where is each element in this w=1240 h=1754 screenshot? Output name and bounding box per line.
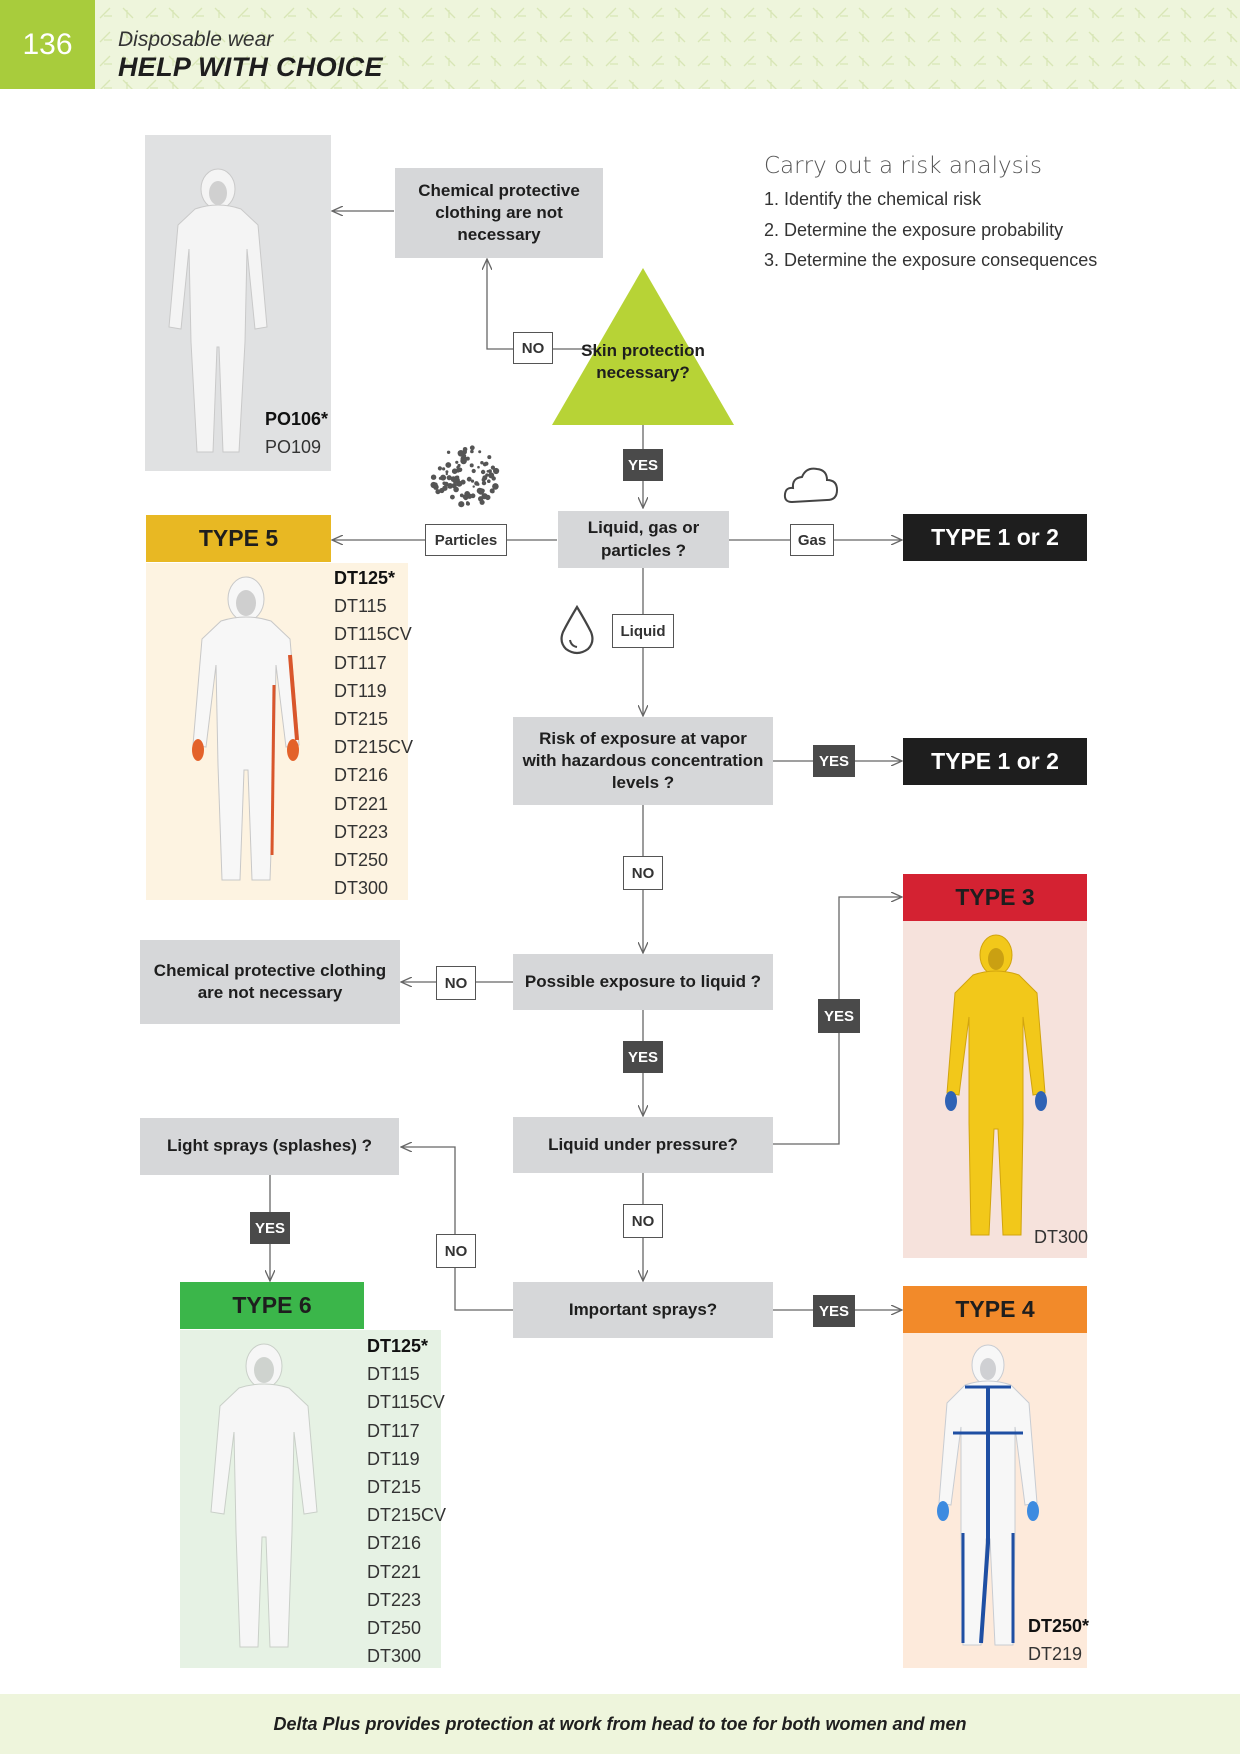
risk-analysis-heading: Carry out a risk analysis [764, 153, 1042, 179]
page-footer: Delta Plus provides protection at work f… [0, 1694, 1240, 1754]
model-item: PO109 [265, 437, 322, 458]
node-text: Important sprays? [568, 1299, 718, 1319]
model-item: DT119 [367, 1448, 420, 1469]
type1or2-header-vapor: TYPE 1 or 2 [903, 738, 1087, 785]
model-item: PO106* [265, 409, 329, 429]
type5-panel: DT125* DT115 DT115CV DT117 DT119 DT215 D… [146, 563, 413, 900]
model-item: DT223 [367, 1589, 422, 1610]
model-item: DT115CV [367, 1392, 445, 1413]
model-item: DT250 [367, 1618, 422, 1639]
no-label: NO [436, 966, 476, 1000]
section-name: Disposable wear [118, 28, 274, 51]
arrow-no-to-light-sprays [401, 1147, 513, 1311]
type1or2-header-gas: TYPE 1 or 2 [903, 514, 1087, 561]
model-item: DT119 [334, 680, 387, 701]
yes-label: YES [813, 745, 855, 777]
risk-step: 2. Determine the exposure probability [764, 220, 1064, 240]
page-number: 136 [0, 0, 95, 89]
cloud-icon [783, 467, 839, 504]
model-item: DT125* [334, 568, 396, 588]
no-label: NO [513, 332, 553, 364]
model-item: DT117 [367, 1420, 420, 1441]
light-sprays-box: Light sprays (splashes) ? [140, 1118, 399, 1175]
vapor-risk-box: Risk of exposure at vapor with hazardous… [513, 717, 773, 805]
model-item: DT223 [334, 821, 389, 842]
risk-step: 3. Determine the exposure consequences [764, 250, 1098, 270]
yes-label: YES [818, 999, 860, 1033]
footer-text: Delta Plus provides protection at work f… [273, 1713, 967, 1734]
type3-header: TYPE 3 [903, 874, 1087, 921]
possible-exposure-box: Possible exposure to liquid ? [513, 954, 773, 1010]
yes-label: YES [623, 1041, 663, 1073]
important-sprays-box: Important sprays? [513, 1282, 773, 1338]
model-item: DT215CV [334, 737, 414, 758]
model-item: DT250 [334, 850, 389, 871]
model-item: DT115 [334, 596, 387, 617]
coverall-icon [210, 1343, 318, 1648]
no-label: NO [623, 1204, 663, 1238]
type5-models: DT125* DT115 DT115CV DT117 DT119 DT215 D… [334, 564, 413, 902]
node-text: Chemical protective clothing are not nec… [153, 960, 387, 1002]
model-item: DT300 [1034, 1227, 1089, 1247]
not-necessary-box-left: Chemical protective clothing are not nec… [140, 940, 400, 1024]
yes-label: YES [623, 449, 663, 481]
model-item: DT219 [1028, 1644, 1083, 1665]
decision-triangle [552, 268, 734, 425]
liquid-pressure-box: Liquid under pressure? [513, 1117, 773, 1173]
type5-header: TYPE 5 [146, 515, 331, 562]
type4-header: TYPE 4 [903, 1286, 1087, 1333]
no-label: NO [436, 1234, 476, 1268]
arrow-no-to-not-necessary [487, 259, 594, 350]
not-necessary-box-top: Chemical protective clothing are not nec… [395, 168, 603, 258]
particles-icon [430, 445, 500, 508]
type4-panel: DT250* DT219 [903, 1333, 1089, 1668]
top-suit-panel: PO106* PO109 [145, 135, 331, 471]
yes-label: YES [813, 1295, 855, 1327]
risk-step: 1. Identify the chemical risk [764, 189, 982, 209]
model-item: DT115CV [334, 624, 412, 645]
model-item: DT215 [367, 1477, 422, 1498]
coverall-icon [937, 1344, 1039, 1646]
coverall-icon [945, 934, 1047, 1236]
model-item: DT250* [1028, 1616, 1090, 1636]
gas-label: Gas [790, 524, 834, 556]
node-text: Light sprays (splashes) ? [167, 1136, 372, 1156]
model-item: DT221 [334, 793, 389, 814]
model-item: DT216 [334, 765, 389, 786]
type4-models: DT250* DT219 [1028, 1612, 1089, 1668]
droplet-icon [560, 604, 594, 655]
coverall-icon [192, 576, 300, 881]
no-label: NO [623, 856, 663, 890]
node-text: Liquid under pressure? [548, 1134, 738, 1154]
particles-label: Particles [425, 524, 507, 556]
model-item: DT215 [334, 709, 389, 730]
node-text: Risk of exposure at vapor with hazardous… [522, 728, 764, 793]
model-item: DT117 [334, 652, 387, 673]
liquid-gas-particles-box: Liquid, gas or particles ? [558, 511, 729, 568]
model-item: DT221 [367, 1561, 422, 1582]
model-item: DT125* [367, 1336, 429, 1356]
coverall-icon [168, 168, 268, 453]
liquid-label: Liquid [612, 614, 674, 648]
node-text: Liquid, gas or particles ? [587, 518, 700, 560]
model-item: DT300 [334, 878, 389, 899]
model-item: DT115 [367, 1364, 420, 1385]
page-title: HELP WITH CHOICE [118, 52, 383, 82]
type3-panel: DT300 [903, 921, 1088, 1258]
skin-protection-question: Skin protection necessary? [581, 341, 705, 383]
top-suit-models: PO106* PO109 [265, 405, 328, 461]
node-text: Chemical protective clothing are not nec… [418, 180, 580, 245]
type3-models: DT300 [1034, 1223, 1088, 1251]
type6-panel: DT125* DT115 DT115CV DT117 DT119 DT215 D… [180, 1330, 446, 1668]
page-header: 136 Disposable wear HELP WITH CHOICE [0, 0, 1240, 89]
type6-header: TYPE 6 [180, 1282, 364, 1329]
model-item: DT216 [367, 1533, 422, 1554]
yes-label: YES [250, 1212, 290, 1244]
model-item: DT300 [367, 1646, 422, 1667]
node-text: Possible exposure to liquid ? [524, 971, 762, 991]
model-item: DT215CV [367, 1505, 447, 1526]
header-pattern [0, 0, 1240, 89]
type6-models: DT125* DT115 DT115CV DT117 DT119 DT215 D… [367, 1332, 446, 1670]
